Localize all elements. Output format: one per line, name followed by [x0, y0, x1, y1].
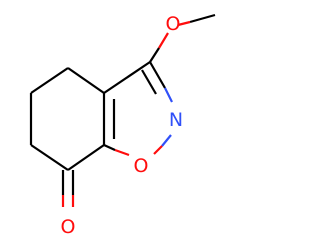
bond-c6-c7 [30, 144, 69, 171]
bond-o-c3 [149, 47, 160, 63]
bond-c3-n-single-part [149, 61, 166, 89]
bond-c4-c5 [30, 67, 69, 94]
bond-methyl-o-hetero [177, 20, 191, 27]
bond-methyl-o [189, 13, 216, 24]
bond-o-c3-hetero [158, 32, 169, 49]
bond-n-o-hetero-a [161, 134, 172, 147]
carbonyl-oxygen-label: O [61, 216, 76, 238]
ring-oxygen-label: O [134, 155, 149, 177]
bond-c3a-c4 [67, 67, 105, 94]
bond-c3-n-hetero [164, 87, 173, 103]
bond-o-c7a [103, 143, 116, 152]
ring-nitrogen-label: N [169, 109, 183, 131]
molecule-structure: O N O O [29, 13, 216, 238]
bond-c3-c3a [103, 61, 151, 94]
bond-o-c7a-hetero [114, 148, 130, 157]
bond-n-o-hetero-b [153, 145, 163, 155]
bond-c3-n-double [141, 69, 157, 95]
bond-c7-c7a [67, 144, 105, 171]
methoxy-oxygen-label: O [166, 13, 181, 35]
